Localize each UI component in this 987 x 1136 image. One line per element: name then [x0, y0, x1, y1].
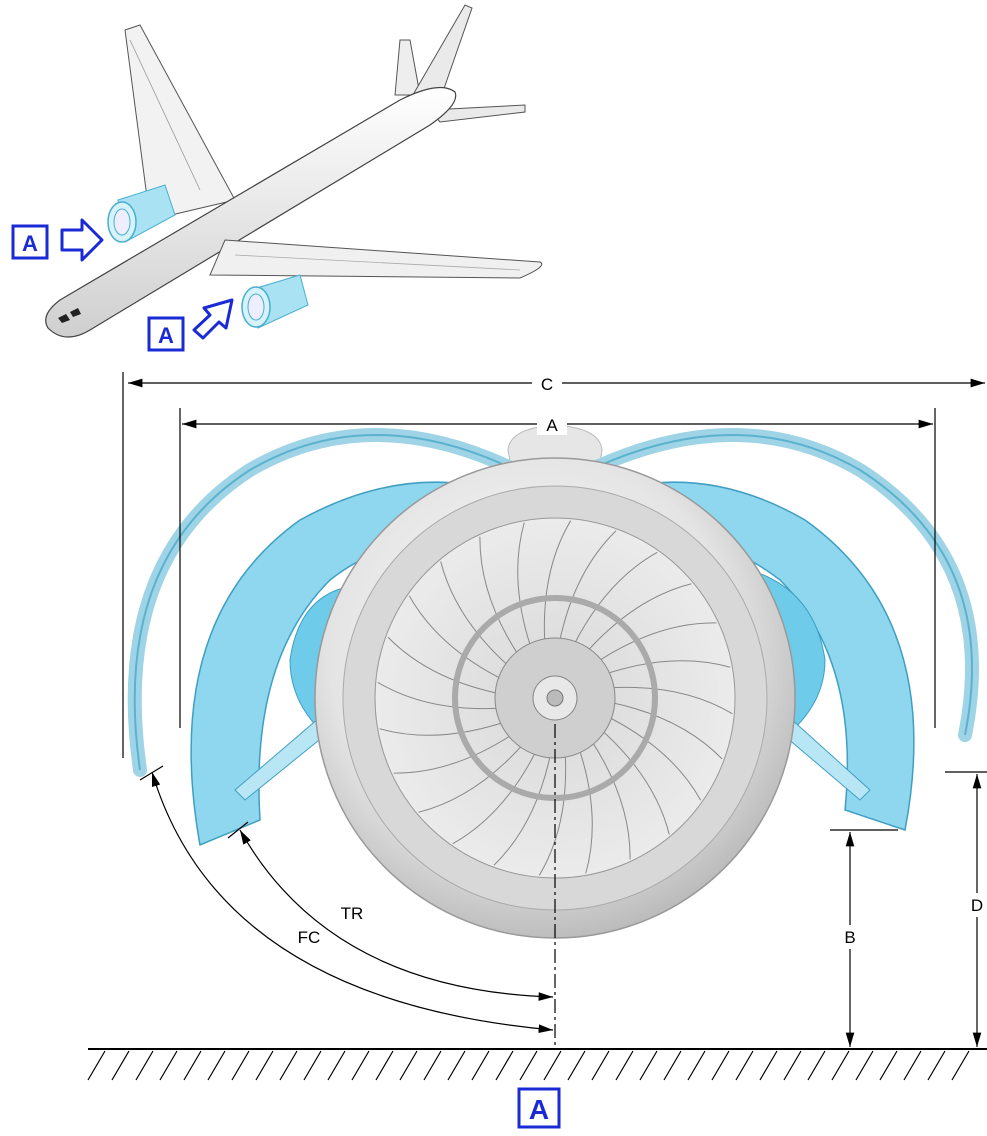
dim-label-c: C — [541, 375, 553, 394]
ground-hatch-line — [279, 1050, 298, 1081]
ground-hatch-icon — [87, 1048, 987, 1081]
ground-hatch-line — [399, 1050, 418, 1081]
ground-hatch-line — [183, 1050, 202, 1081]
ground-hatch-line — [207, 1050, 226, 1081]
ground-hatch-line — [159, 1050, 178, 1081]
ground-hatch-line — [615, 1050, 634, 1081]
ground-hatch-line — [711, 1050, 730, 1081]
svg-text:A: A — [529, 1094, 549, 1125]
ground-hatch-line — [591, 1050, 610, 1081]
ground-hatch-line — [639, 1050, 658, 1081]
ground-hatch-line — [351, 1050, 370, 1081]
aircraft-icon — [45, 4, 543, 338]
ground-hatch-line — [327, 1050, 346, 1081]
view-arrow-icon — [60, 218, 104, 262]
dim-label-tr: TR — [341, 904, 364, 923]
ground-hatch-line — [567, 1050, 586, 1081]
ground-hatch-line — [855, 1050, 874, 1081]
ground-hatch-line — [87, 1050, 106, 1081]
view-marker: A — [517, 1087, 561, 1129]
ground-hatch-line — [687, 1050, 706, 1081]
ground-hatch-line — [951, 1050, 970, 1081]
ground-hatch-line — [807, 1050, 826, 1081]
view-callout-bottom: A — [147, 298, 234, 352]
ground-hatch-line — [135, 1050, 154, 1081]
ground-hatch-line — [111, 1050, 130, 1081]
view-arrow-icon — [192, 298, 234, 340]
engine-icon — [107, 184, 176, 243]
ground-hatch-line — [447, 1050, 466, 1081]
view-callout-left: A — [11, 218, 104, 262]
dim-label-fc: FC — [298, 928, 321, 947]
ground-hatch-line — [255, 1050, 274, 1081]
svg-text:A: A — [22, 231, 38, 256]
ground-hatch-line — [231, 1050, 250, 1081]
ground-hatch-line — [375, 1050, 394, 1081]
ground-hatch-line — [303, 1050, 322, 1081]
ground-hatch-line — [831, 1050, 850, 1081]
ground-hatch-line — [423, 1050, 442, 1081]
engine-icon — [241, 274, 309, 329]
ground-hatch-line — [927, 1050, 946, 1081]
ground-hatch-line — [495, 1050, 514, 1081]
ground-hatch-line — [519, 1050, 538, 1081]
dim-label-d: D — [971, 896, 983, 915]
ground-hatch-line — [663, 1050, 682, 1081]
svg-text:A: A — [158, 323, 174, 348]
ground-hatch-line — [903, 1050, 922, 1081]
ground-hatch-line — [543, 1050, 562, 1081]
ground-hatch-line — [471, 1050, 490, 1081]
ground-hatch-line — [879, 1050, 898, 1081]
ground-hatch-line — [735, 1050, 754, 1081]
ground-hatch-line — [759, 1050, 778, 1081]
dim-label-a: A — [546, 416, 558, 435]
ground-hatch-line — [783, 1050, 802, 1081]
dim-label-b: B — [844, 928, 855, 947]
